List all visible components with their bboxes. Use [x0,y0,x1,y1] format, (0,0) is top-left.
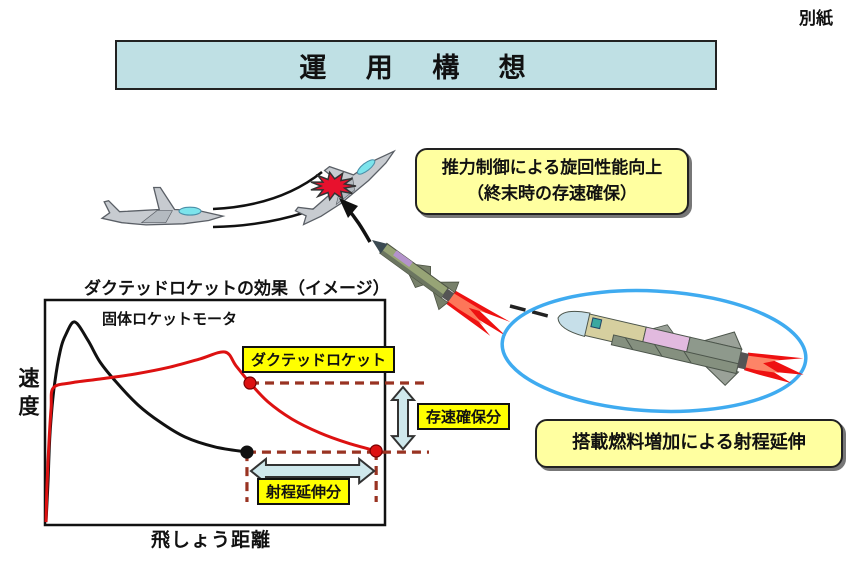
fighter-jet-level-icon [101,186,224,226]
page-title-text: 運 用 構 想 [299,52,533,84]
callout-thrust-line2: （終末時の存速確保） [467,184,637,205]
data-marker [243,376,257,390]
trajectory-line-upper [212,171,323,211]
large-missile-icon [557,310,804,387]
chart-x-axis-label: 飛しょう距離 [151,529,272,551]
highlight-ellipse [500,288,808,414]
callout-thrust-control: 推力制御による旋回性能向上 （終末時の存速確保） [415,148,689,215]
corner-note: 別紙 [799,9,833,29]
chart-plot-area [44,320,429,523]
callout-thrust-line1: 推力制御による旋回性能向上 [441,158,663,178]
fighter-jet-climbing-icon [284,128,400,231]
chart-title: ダクテッドロケットの効果（イメージ） [84,279,390,299]
data-marker [369,444,383,458]
small-missile-icon [372,240,511,337]
explosion-icon [310,170,357,202]
callout-fuel-range: 搭載燃料増加による射程延伸 [535,419,843,468]
chart-y-axis-label: 速度 [16,367,40,423]
label-solid-rocket-motor: 固体ロケットモータ [102,310,238,328]
data-marker [240,445,254,459]
label-ducted-rocket: ダクテッドロケット [242,346,396,373]
speed-gain-arrow [389,385,417,451]
label-range-gain: 射程延伸分 [257,478,351,505]
callout-fuel-text: 搭載燃料増加による射程延伸 [572,432,806,453]
page-title: 運 用 構 想 [115,40,717,90]
intercept-arrow-icon [339,198,372,243]
missile-pointer-line [509,304,553,319]
label-speed-gain: 存速確保分 [417,403,511,430]
curve-ducted-rocket [44,350,377,523]
